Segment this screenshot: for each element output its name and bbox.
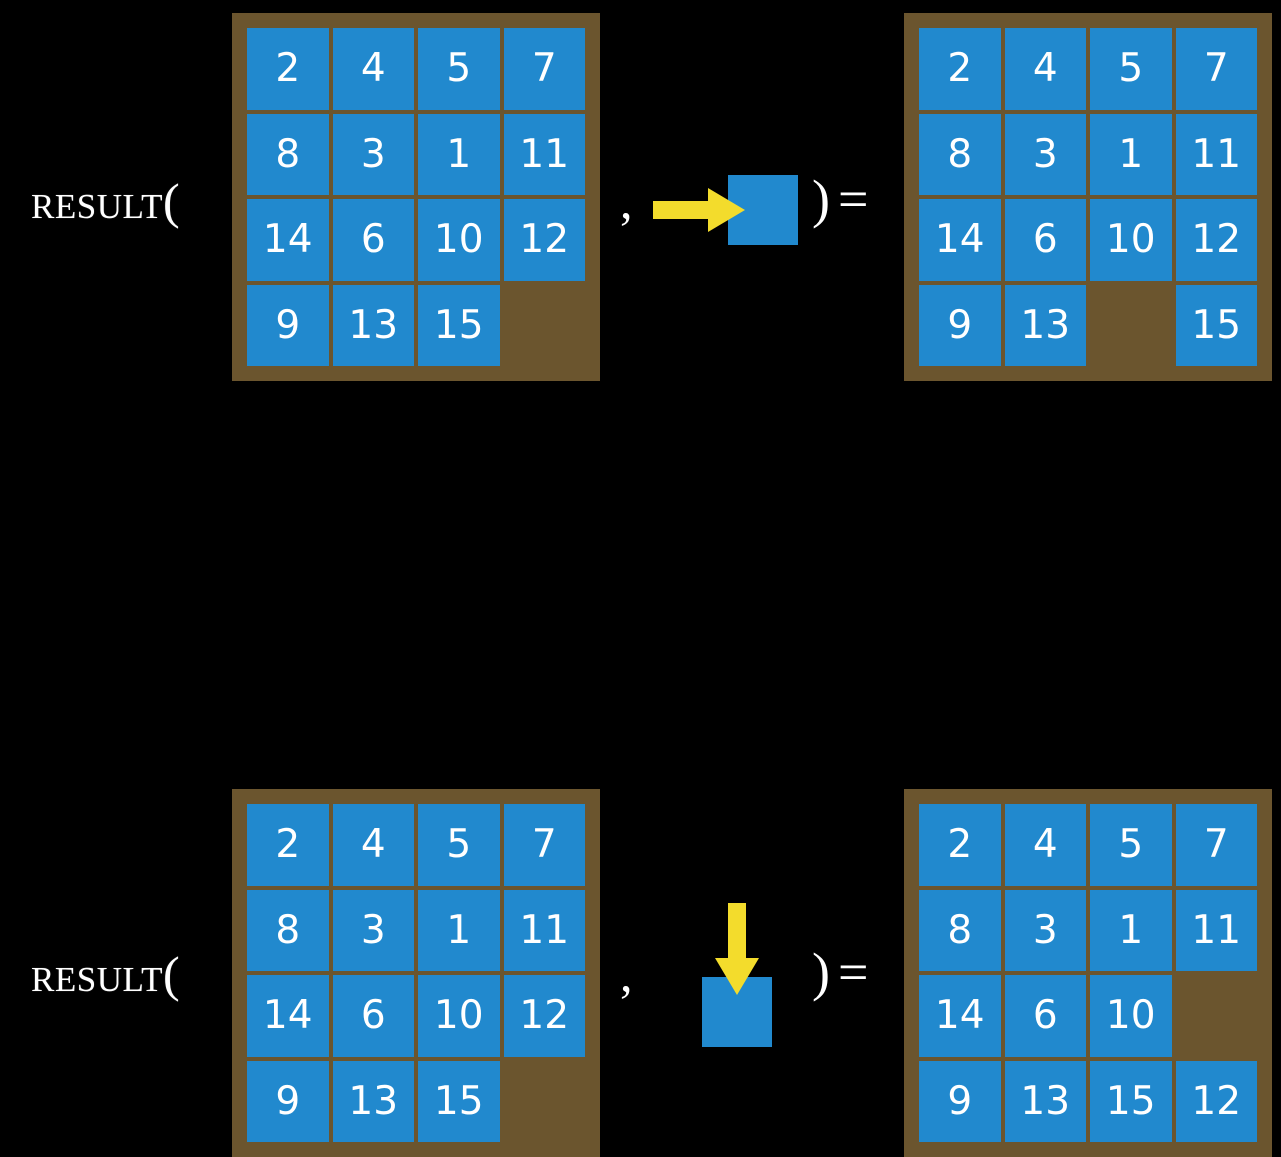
- puzzle-tile[interactable]: 3: [1004, 113, 1086, 195]
- puzzle-tile[interactable]: 11: [1175, 113, 1257, 195]
- puzzle-tile[interactable]: 1: [418, 889, 500, 971]
- puzzle-tile[interactable]: 6: [332, 975, 414, 1057]
- puzzle-blank-cell: [1090, 285, 1172, 367]
- puzzle-tile[interactable]: 7: [1175, 28, 1257, 110]
- arrow-right-icon: [653, 188, 745, 232]
- move-illustration-down: [650, 893, 810, 1058]
- puzzle-tile[interactable]: 5: [1090, 28, 1172, 110]
- puzzle-tile[interactable]: 11: [503, 113, 585, 195]
- closing-paren: ): [812, 942, 830, 1002]
- puzzle-tile[interactable]: 13: [1004, 1060, 1086, 1142]
- puzzle-tile[interactable]: 11: [503, 889, 585, 971]
- equals-sign: =: [837, 169, 869, 229]
- puzzle-tile[interactable]: 10: [418, 199, 500, 281]
- puzzle-tile[interactable]: 2: [919, 804, 1001, 886]
- puzzle-grid: 2 4 5 7 8 3 1 11 14 6 10 12 9 13 15: [919, 28, 1257, 366]
- output-puzzle-board[interactable]: 2 4 5 7 8 3 1 11 14 6 10 9 13 15 12: [904, 789, 1272, 1157]
- puzzle-tile[interactable]: 2: [919, 28, 1001, 110]
- puzzle-tile[interactable]: 3: [1004, 889, 1086, 971]
- move-illustration-right: [650, 160, 810, 260]
- puzzle-grid: 2 4 5 7 8 3 1 11 14 6 10 12 9 13 15: [247, 804, 585, 1142]
- puzzle-blank-cell: [504, 285, 586, 367]
- puzzle-tile[interactable]: 14: [247, 975, 329, 1057]
- puzzle-tile[interactable]: 15: [1175, 284, 1257, 366]
- puzzle-tile[interactable]: 5: [1090, 804, 1172, 886]
- puzzle-blank-cell: [1176, 975, 1258, 1057]
- puzzle-tile[interactable]: 9: [919, 284, 1001, 366]
- closing-paren: ): [812, 169, 830, 229]
- puzzle-tile[interactable]: 11: [1175, 889, 1257, 971]
- input-puzzle-board[interactable]: 2 4 5 7 8 3 1 11 14 6 10 12 9 13 15: [232, 789, 600, 1157]
- equals-sign: =: [837, 942, 869, 1002]
- puzzle-tile[interactable]: 9: [247, 284, 329, 366]
- puzzle-tile[interactable]: 5: [418, 804, 500, 886]
- argument-separator-comma: ,: [620, 946, 633, 1002]
- puzzle-tile[interactable]: 13: [332, 284, 414, 366]
- puzzle-tile[interactable]: 15: [418, 1060, 500, 1142]
- puzzle-tile[interactable]: 13: [332, 1060, 414, 1142]
- puzzle-tile[interactable]: 1: [1090, 113, 1172, 195]
- argument-separator-comma: ,: [620, 173, 633, 229]
- puzzle-tile[interactable]: 14: [919, 975, 1001, 1057]
- puzzle-tile[interactable]: 12: [1175, 1060, 1257, 1142]
- puzzle-tile[interactable]: 10: [1090, 975, 1172, 1057]
- equation-row-right-move: Result( 2 4 5 7 8 3 1 11 14 6 10 12 9 13…: [0, 0, 1281, 392]
- arrow-down-icon: [715, 903, 759, 995]
- puzzle-tile[interactable]: 12: [503, 199, 585, 281]
- puzzle-tile[interactable]: 6: [332, 199, 414, 281]
- puzzle-tile[interactable]: 8: [247, 113, 329, 195]
- puzzle-tile[interactable]: 8: [247, 889, 329, 971]
- result-function-label: Result(: [31, 946, 181, 1002]
- puzzle-tile[interactable]: 5: [418, 28, 500, 110]
- result-function-label: Result(: [31, 173, 181, 229]
- puzzle-tile[interactable]: 2: [247, 804, 329, 886]
- puzzle-tile[interactable]: 6: [1004, 199, 1086, 281]
- puzzle-tile[interactable]: 2: [247, 28, 329, 110]
- puzzle-tile[interactable]: 4: [332, 28, 414, 110]
- puzzle-tile[interactable]: 15: [418, 284, 500, 366]
- puzzle-tile[interactable]: 1: [418, 113, 500, 195]
- puzzle-tile[interactable]: 8: [919, 113, 1001, 195]
- puzzle-tile[interactable]: 14: [247, 199, 329, 281]
- puzzle-tile[interactable]: 4: [1004, 804, 1086, 886]
- puzzle-grid: 2 4 5 7 8 3 1 11 14 6 10 9 13 15 12: [919, 804, 1257, 1142]
- puzzle-tile[interactable]: 9: [919, 1060, 1001, 1142]
- closing-paren-and-equals: )=: [812, 945, 868, 999]
- puzzle-tile[interactable]: 3: [332, 889, 414, 971]
- closing-paren-and-equals: )=: [812, 172, 868, 226]
- equation-row-down-move: Result( 2 4 5 7 8 3 1 11 14 6 10 12 9 13…: [0, 388, 1281, 1157]
- input-puzzle-board[interactable]: 2 4 5 7 8 3 1 11 14 6 10 12 9 13 15: [232, 13, 600, 381]
- puzzle-tile[interactable]: 4: [332, 804, 414, 886]
- puzzle-tile[interactable]: 4: [1004, 28, 1086, 110]
- puzzle-tile[interactable]: 12: [503, 975, 585, 1057]
- puzzle-grid: 2 4 5 7 8 3 1 11 14 6 10 12 9 13 15: [247, 28, 585, 366]
- puzzle-tile[interactable]: 9: [247, 1060, 329, 1142]
- puzzle-tile[interactable]: 3: [332, 113, 414, 195]
- puzzle-tile[interactable]: 10: [1090, 199, 1172, 281]
- puzzle-tile[interactable]: 8: [919, 889, 1001, 971]
- puzzle-tile[interactable]: 1: [1090, 889, 1172, 971]
- puzzle-tile[interactable]: 7: [503, 28, 585, 110]
- puzzle-tile[interactable]: 14: [919, 199, 1001, 281]
- puzzle-tile[interactable]: 7: [1175, 804, 1257, 886]
- puzzle-tile[interactable]: 15: [1090, 1060, 1172, 1142]
- puzzle-tile[interactable]: 6: [1004, 975, 1086, 1057]
- puzzle-tile[interactable]: 12: [1175, 199, 1257, 281]
- output-puzzle-board[interactable]: 2 4 5 7 8 3 1 11 14 6 10 12 9 13 15: [904, 13, 1272, 381]
- puzzle-tile[interactable]: 7: [503, 804, 585, 886]
- puzzle-tile[interactable]: 13: [1004, 284, 1086, 366]
- puzzle-blank-cell: [504, 1061, 586, 1143]
- puzzle-tile[interactable]: 10: [418, 975, 500, 1057]
